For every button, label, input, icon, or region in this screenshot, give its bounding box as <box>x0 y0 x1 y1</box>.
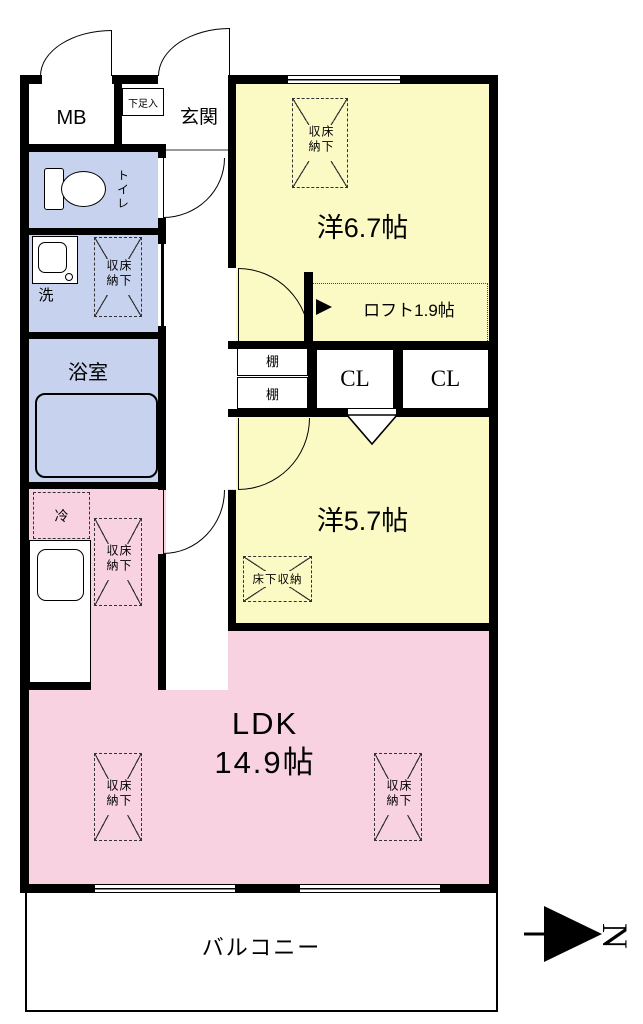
compass-north-label: N <box>595 923 635 949</box>
mb-label: MB <box>56 106 87 129</box>
underfloor-storage-box: 床下収納 <box>94 753 142 841</box>
ldk-size: 14.9帖 <box>214 745 316 780</box>
wall-bottom <box>20 884 498 893</box>
toilet-label: トイレ <box>115 169 130 211</box>
wall-closet-divider <box>308 349 316 409</box>
balcony-sliding-window <box>300 884 440 893</box>
wall-closet-divider <box>394 349 402 409</box>
wall-hall-left <box>158 326 166 490</box>
wall-bedroom2-bottom <box>228 623 489 631</box>
wall-bath-bottom <box>29 482 158 489</box>
loft-wall-stub <box>304 272 313 341</box>
shelf-box: 棚 <box>237 377 308 409</box>
balcony-sliding-window <box>95 884 235 893</box>
bathtub-icon <box>35 393 158 478</box>
wall-right <box>489 75 498 893</box>
underfloor-storage-label: 床下収納 <box>252 571 303 587</box>
wall-hall-right <box>228 84 236 268</box>
entrance-label: 玄関 <box>179 106 218 128</box>
wall-mb-right <box>114 84 122 144</box>
closet-label: CL <box>337 366 373 392</box>
underfloor-storage-box: 床下収納 <box>243 556 312 602</box>
wall-left <box>20 75 29 893</box>
underfloor-storage-label: 床下収納 <box>385 779 412 815</box>
shelf-label: 棚 <box>265 386 279 402</box>
wall-bedroom1-bottom <box>228 341 489 349</box>
balcony-rail-right <box>496 893 498 1012</box>
shoe-box-label: 下足入 <box>122 88 164 116</box>
door-swing-arc <box>158 28 230 76</box>
loft-label: ロフト1.9帖 <box>363 300 455 320</box>
bedroom2-label: 洋5.7帖 <box>316 505 409 536</box>
wall-hall-left <box>158 554 166 690</box>
sliding-door-washroom <box>161 244 164 326</box>
washroom-label: 洗 <box>38 286 54 304</box>
refrigerator-space: 冷 <box>33 492 90 539</box>
sink-icon <box>32 236 78 284</box>
wall-hall-left <box>158 218 166 244</box>
wall-hall-left <box>158 152 166 158</box>
door-opening <box>42 75 112 84</box>
loft-arrow-icon <box>316 299 332 315</box>
balcony-rail-left <box>25 893 27 1012</box>
window <box>288 75 400 84</box>
wall-mb-bottom <box>29 144 166 152</box>
closet-label: CL <box>427 366 464 392</box>
ldk-label: LDK 14.9帖 <box>140 700 390 788</box>
bathroom-floor <box>29 339 158 482</box>
wall-wash-bottom <box>29 332 158 339</box>
toilet-icon <box>44 166 108 212</box>
wall-kitchen-stub <box>29 682 91 690</box>
underfloor-storage-label: 床下収納 <box>105 259 132 295</box>
underfloor-storage-box: 床下収納 <box>292 98 348 188</box>
closet-folding-door-icon <box>346 414 398 446</box>
kitchen-counter-icon <box>29 540 91 690</box>
compass-icon <box>524 906 602 962</box>
door-swing-arc <box>40 30 112 76</box>
underfloor-storage-label: 床下収納 <box>307 125 334 161</box>
underfloor-storage-box: 床下収納 <box>94 237 142 317</box>
closet-box: CL <box>316 349 394 409</box>
shelf-label: 棚 <box>265 353 279 369</box>
refrigerator-label: 冷 <box>54 507 69 524</box>
wall-closet-bottom <box>396 409 489 417</box>
balcony-rail-front <box>25 1010 498 1012</box>
entrance-step-line <box>166 149 228 151</box>
wall-toilet-bottom <box>29 228 158 235</box>
wall-top <box>20 75 498 84</box>
wall-closet-bottom <box>228 409 348 417</box>
door-opening <box>158 75 228 84</box>
bathroom-label: 浴室 <box>68 361 108 384</box>
balcony-label: バルコニー <box>201 935 322 960</box>
ldk-name: LDK <box>231 706 299 742</box>
wall-hall-right <box>228 490 236 623</box>
underfloor-storage-label: 床下収納 <box>105 544 132 580</box>
underfloor-storage-label: 床下収納 <box>105 779 132 815</box>
closet-box: CL <box>402 349 489 409</box>
bedroom1-label: 洋6.7帖 <box>316 212 409 243</box>
underfloor-storage-box: 床下収納 <box>94 518 142 606</box>
underfloor-storage-box: 床下収納 <box>374 753 422 841</box>
